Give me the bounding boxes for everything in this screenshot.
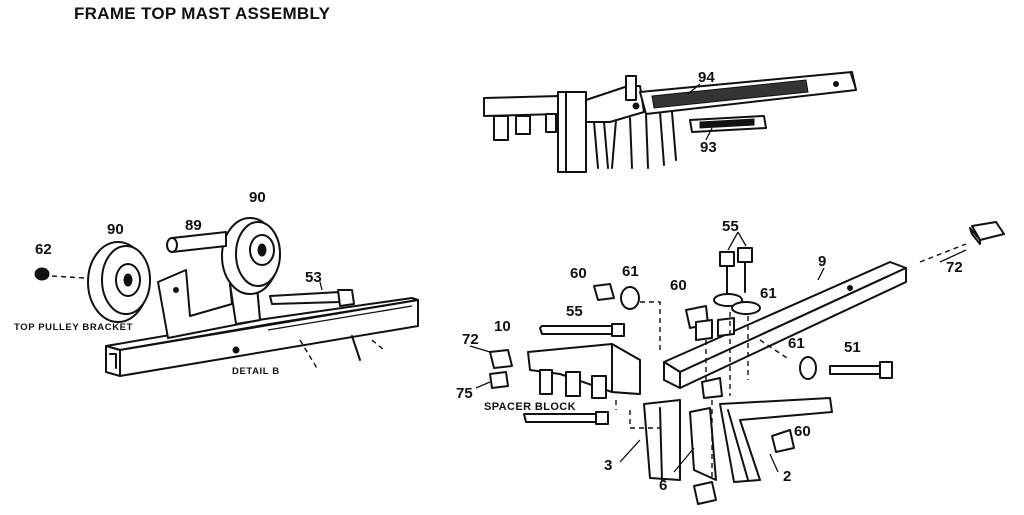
label-61-lower: 61 (788, 335, 805, 352)
label-6: 6 (659, 477, 667, 494)
label-72-right: 72 (946, 259, 963, 276)
label-60-mid: 60 (670, 277, 687, 294)
label-89: 89 (185, 217, 202, 234)
label-72-left: 72 (462, 331, 479, 348)
top-pulley-bracket-assembly (34, 217, 419, 377)
label-61-left: 61 (622, 263, 639, 280)
part-labels: 94 93 90 90 89 62 53 55 9 72 60 61 60 61… (14, 69, 963, 494)
label-3: 3 (604, 457, 612, 474)
label-60-left: 60 (570, 265, 587, 282)
label-55-mid: 55 (566, 303, 583, 320)
main-mast-assembly (469, 221, 1005, 505)
label-60-lower: 60 (794, 423, 811, 440)
label-75: 75 (456, 385, 473, 402)
label-93: 93 (700, 139, 717, 156)
label-53: 53 (305, 269, 322, 286)
label-10: 10 (494, 318, 511, 335)
page-title: FRAME TOP MAST ASSEMBLY (74, 4, 331, 23)
caption-top-pulley-bracket: TOP PULLEY BRACKET (14, 322, 133, 333)
label-61-right: 61 (760, 285, 777, 302)
label-2: 2 (783, 468, 791, 485)
label-62: 62 (35, 241, 52, 258)
mast-head-assembly (483, 71, 857, 173)
caption-spacer-block: SPACER BLOCK (484, 401, 576, 413)
caption-detail-b: DETAIL B (232, 366, 280, 377)
label-51: 51 (844, 339, 861, 356)
label-90-right: 90 (249, 189, 266, 206)
label-94: 94 (698, 69, 715, 86)
label-90-left: 90 (107, 221, 124, 238)
label-9: 9 (818, 253, 826, 270)
label-55-top: 55 (722, 218, 739, 235)
